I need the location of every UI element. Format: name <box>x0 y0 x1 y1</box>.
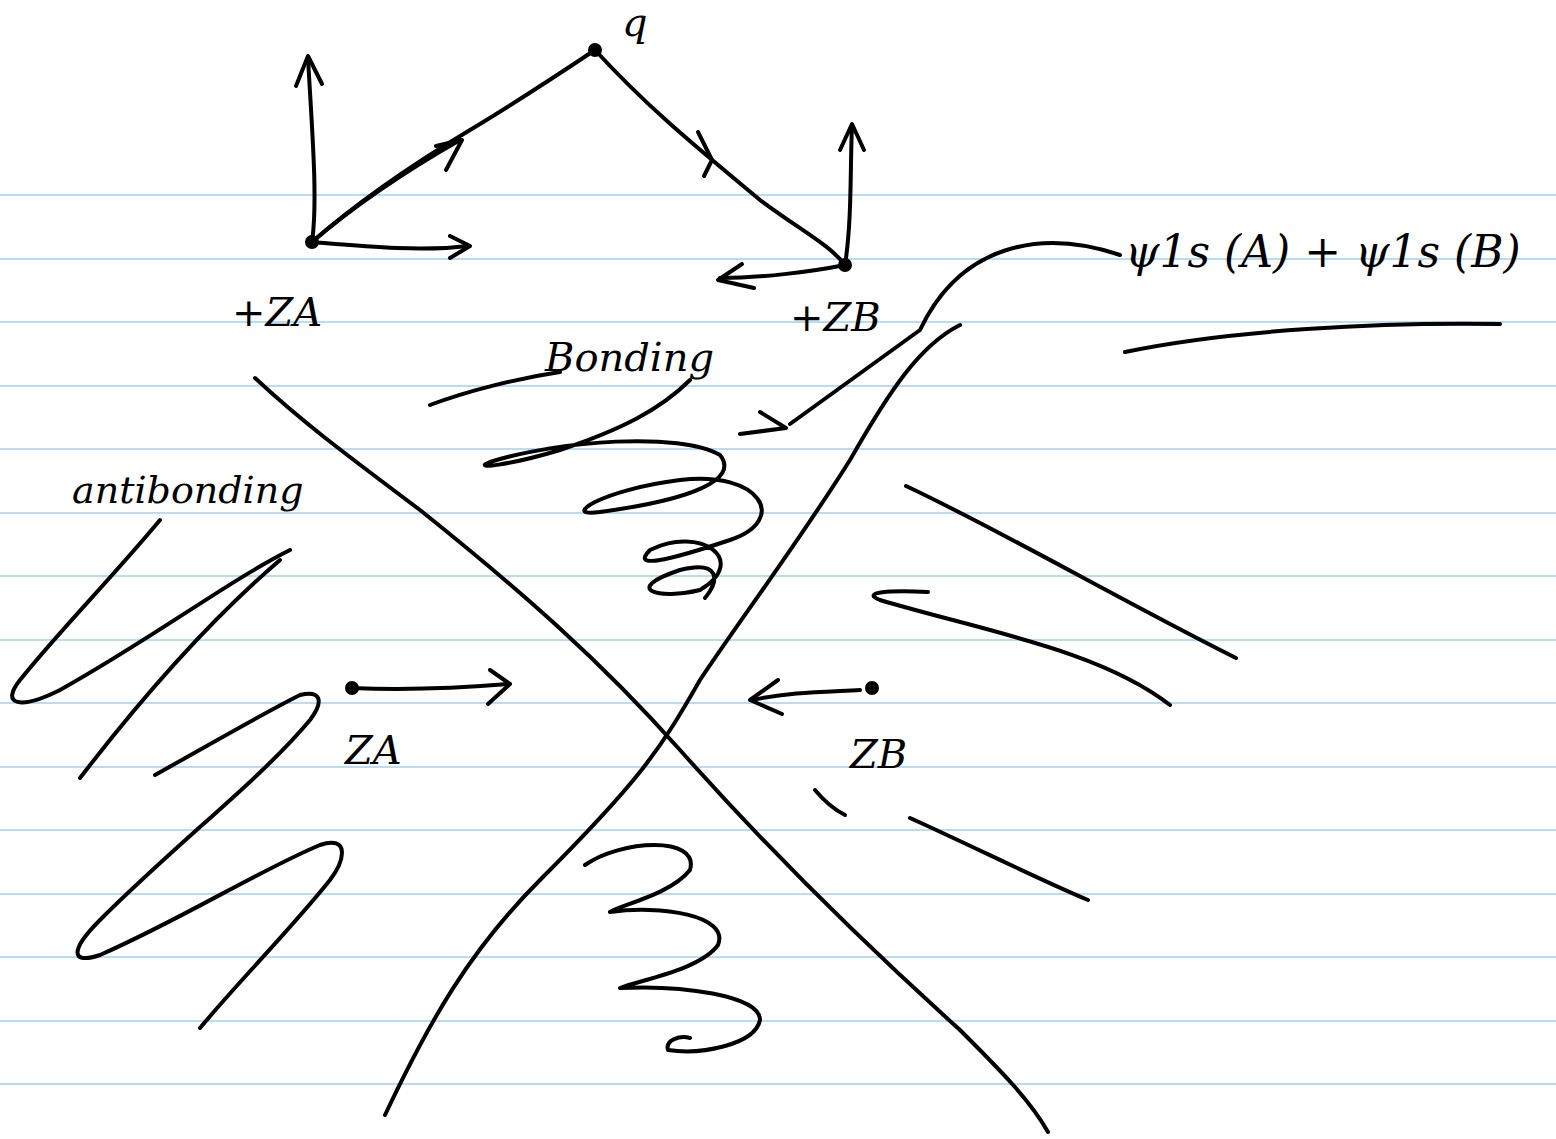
label-text: +ZA <box>232 290 322 334</box>
label-text: ZB <box>850 732 907 776</box>
vector-line <box>595 50 845 265</box>
energy-curve <box>385 325 960 1115</box>
arrowhead <box>698 132 712 176</box>
label-text: q <box>622 0 648 44</box>
arrowhead <box>740 412 786 434</box>
hatch-scribble <box>815 790 845 815</box>
arrowhead <box>750 680 782 714</box>
label-text: antibonding <box>72 470 304 512</box>
vector-arrow <box>308 58 315 242</box>
wavefunction-label: ψ1s (A) + ψ1s (B) <box>1125 228 1521 276</box>
ruled-lines <box>0 195 1556 1084</box>
hatch-scribble <box>80 560 280 778</box>
vector-arrow <box>312 140 460 242</box>
ink <box>12 45 1500 1132</box>
nucleus-label: ZB <box>850 732 907 776</box>
vector-arrow <box>752 690 860 700</box>
vector-line <box>312 50 595 242</box>
orbital-label: antibonding <box>72 470 304 512</box>
arrowhead <box>840 124 864 150</box>
hatch-scribble <box>12 520 290 702</box>
arrowhead <box>450 236 470 258</box>
vector-arrow <box>352 684 508 689</box>
label-text: Bonding <box>545 335 714 379</box>
arrowhead <box>296 56 322 86</box>
hatch-scribble <box>906 486 1236 658</box>
nucleus-dot <box>867 683 877 693</box>
leader-arrow <box>790 243 1120 424</box>
scribble <box>485 380 762 598</box>
vector-arrow <box>312 242 468 249</box>
arrowhead <box>718 264 754 288</box>
underline <box>1125 324 1500 352</box>
label-text: ZA <box>345 728 402 772</box>
hatch-scribble <box>78 694 342 1028</box>
scribble <box>585 845 760 1051</box>
nucleus-label: +ZA <box>232 290 322 334</box>
hatch-scribble <box>910 818 1088 900</box>
electron-label: q <box>622 0 648 44</box>
orbital-label: Bonding <box>545 335 714 379</box>
strike-line <box>430 372 560 405</box>
label-text: +ZB <box>790 295 881 339</box>
label-text: ψ1s (A) + ψ1s (B) <box>1125 228 1521 276</box>
vector-arrow <box>845 126 852 265</box>
hatch-scribble <box>874 591 1170 705</box>
nucleus-label: +ZB <box>790 295 881 339</box>
arrowhead <box>488 670 510 704</box>
nucleus-label: ZA <box>345 728 402 772</box>
